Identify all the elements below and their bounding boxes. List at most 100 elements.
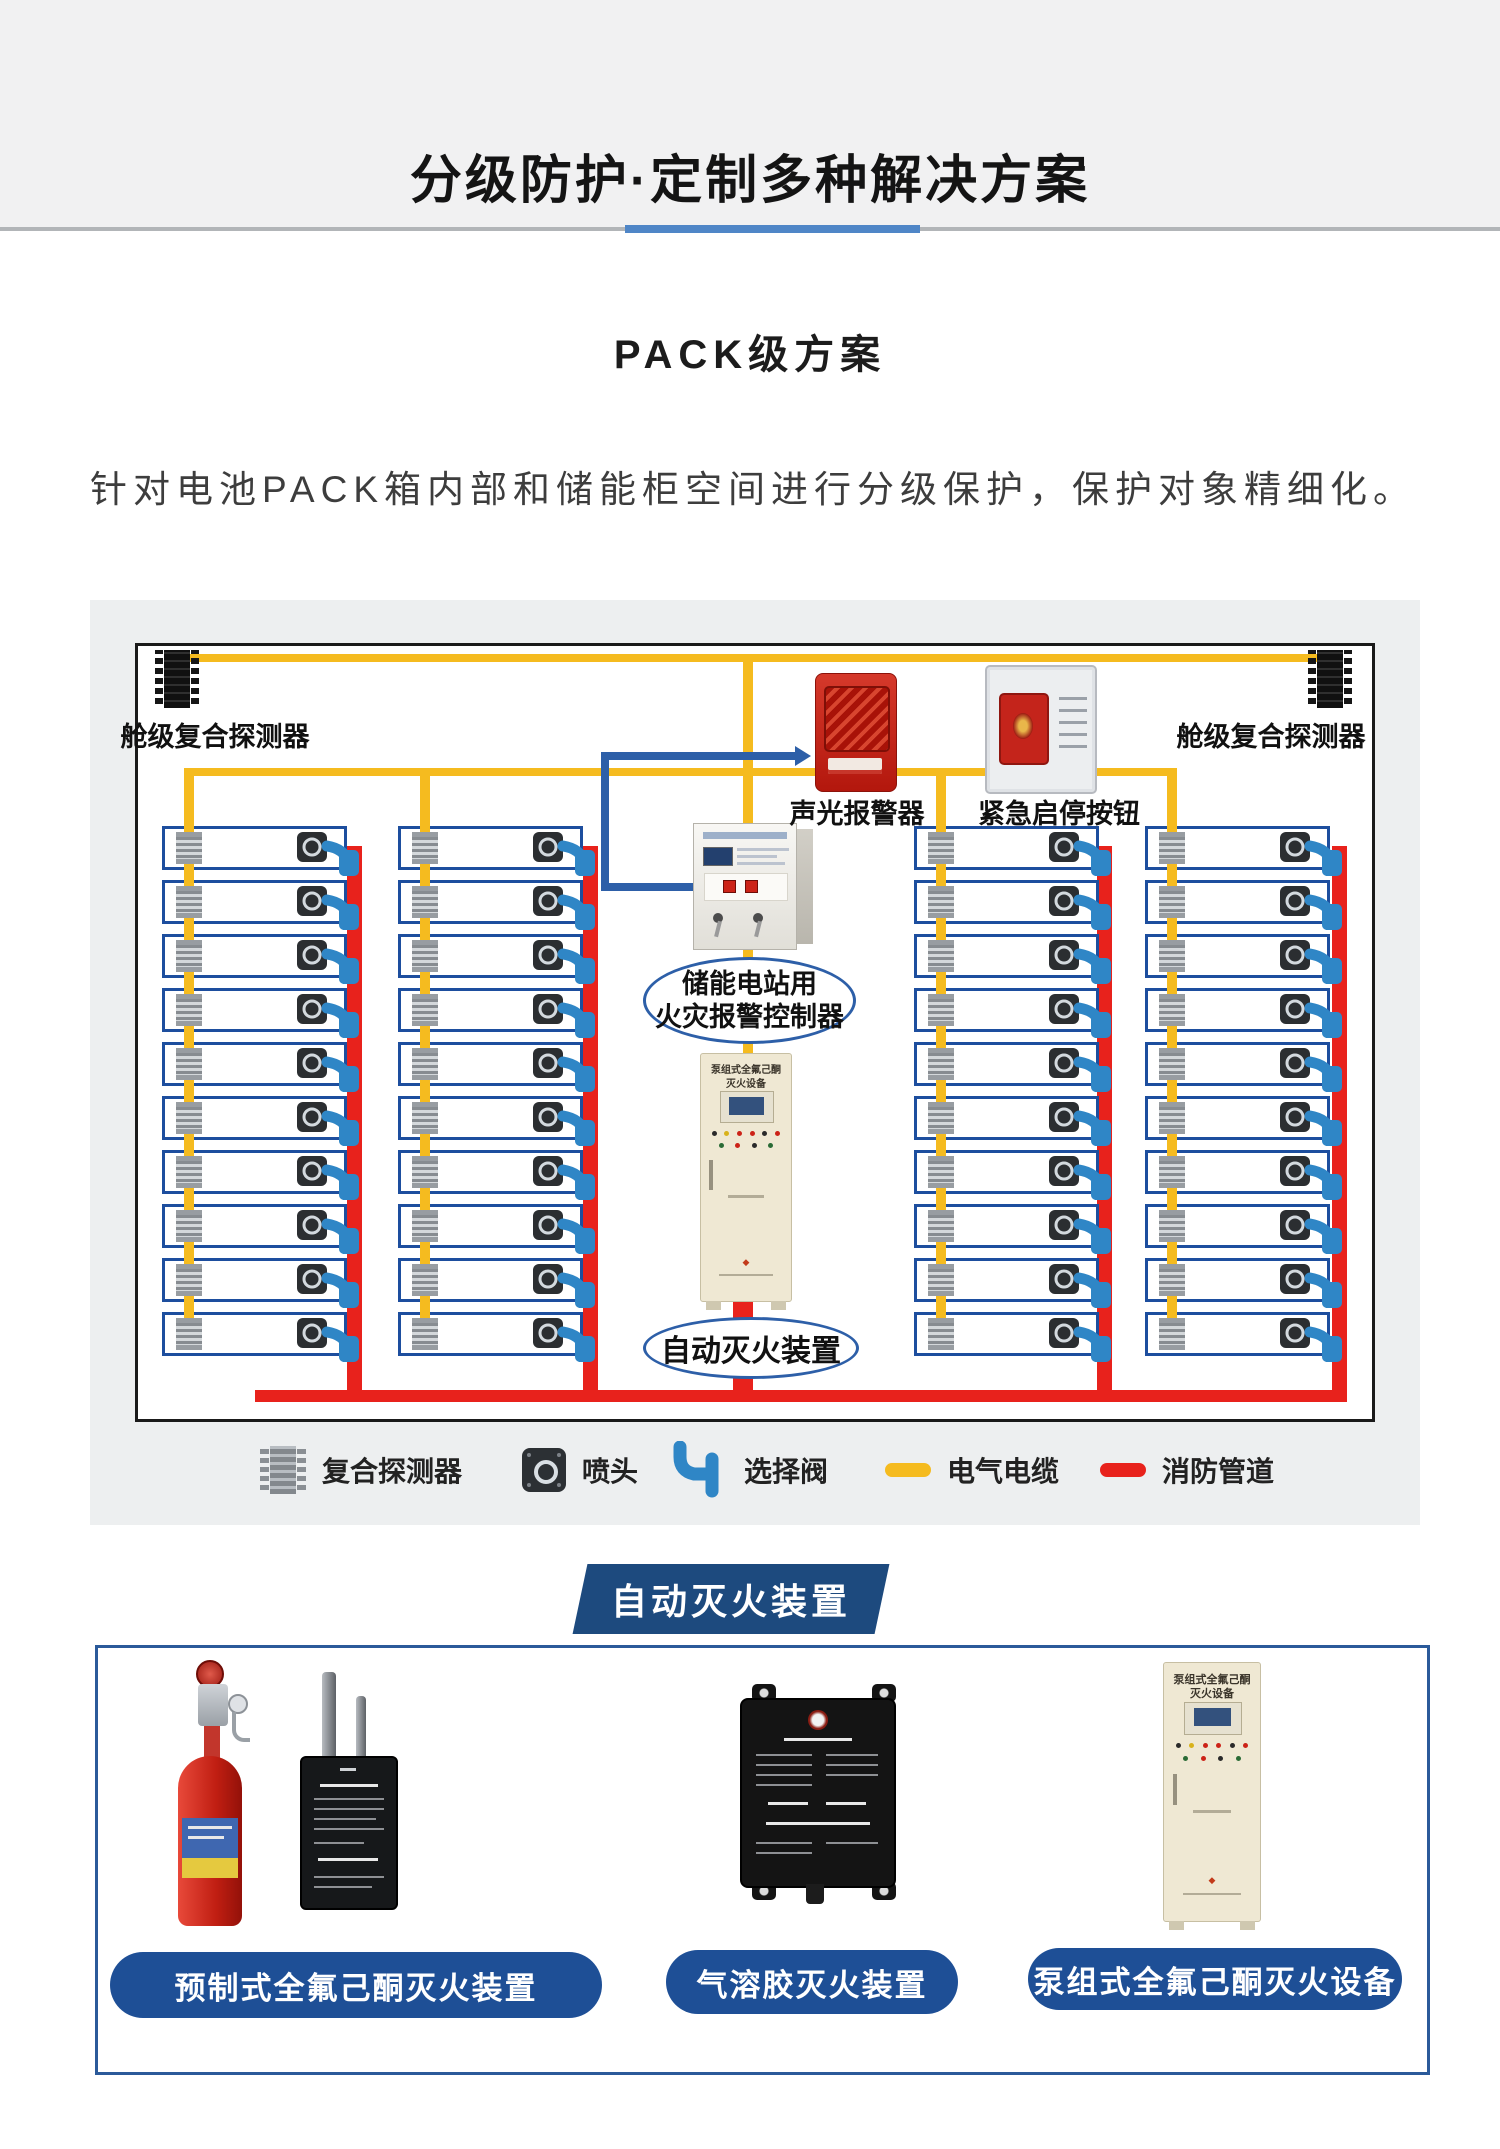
nozzle-valve-icon xyxy=(297,1318,359,1362)
nozzle-valve-icon xyxy=(1049,994,1111,1038)
legend-label: 电气电缆 xyxy=(947,1456,1060,1487)
module-detector-icon xyxy=(412,1210,438,1242)
composite-detector-icon xyxy=(260,1446,306,1494)
signal-line xyxy=(605,752,797,760)
pump-cabinet-image: 泵组式全氟己酮 灭火设备 ◆ xyxy=(700,1053,792,1310)
module-detector-icon xyxy=(176,1156,202,1188)
module-detector-icon xyxy=(176,1102,202,1134)
module-detector-icon xyxy=(412,832,438,864)
left-detector-label: 舱级复合探测器 xyxy=(120,722,310,752)
module-detector-icon xyxy=(412,1102,438,1134)
nozzle-valve-icon xyxy=(297,1102,359,1146)
nozzle-valve-icon xyxy=(533,1264,595,1308)
legend-label: 消防管道 xyxy=(1162,1456,1275,1487)
nozzle-valve-icon xyxy=(533,1318,595,1362)
nozzle-valve-icon xyxy=(297,1048,359,1092)
alarm-tag xyxy=(828,758,882,774)
nozzle-valve-icon xyxy=(1049,886,1111,930)
module-detector-icon xyxy=(1159,1210,1185,1242)
nozzle-valve-icon xyxy=(1049,1156,1111,1200)
module-detector-icon xyxy=(928,832,954,864)
nozzle-valve-icon xyxy=(1049,1318,1111,1362)
intro-paragraph: 针对电池PACK箱内部和储能柜空间进行分级保护，保护对象精细化。 xyxy=(90,469,1417,510)
legend-item: 电气电缆 xyxy=(885,1440,1059,1500)
emergency-button-label: 紧急启停按钮 xyxy=(978,799,1140,829)
module-detector-icon xyxy=(928,1102,954,1134)
module-detector-icon xyxy=(928,1048,954,1080)
controller-button xyxy=(745,880,758,893)
nozzle-valve-icon xyxy=(1280,1048,1342,1092)
module-detector-icon xyxy=(412,1048,438,1080)
nozzle-valve-icon xyxy=(1049,1102,1111,1146)
emergency-knob xyxy=(1013,713,1033,739)
module-detector-icon xyxy=(1159,1264,1185,1296)
electrical-cable-line xyxy=(184,768,1177,776)
product-pill: 预制式全氟己酮灭火装置 xyxy=(110,1952,602,2018)
nozzle-valve-icon xyxy=(297,940,359,984)
nozzle-valve-icon xyxy=(297,1264,359,1308)
module-detector-icon xyxy=(412,1156,438,1188)
module-detector-icon xyxy=(1159,1048,1185,1080)
legend-item: 喷头 xyxy=(522,1440,638,1500)
nozzle-valve-icon xyxy=(1280,1210,1342,1254)
section-subtitle: PACK级方案 xyxy=(613,333,887,377)
module-detector-icon xyxy=(928,886,954,918)
cabin-detector-icon xyxy=(1308,650,1352,708)
suppression-ellipse: 自动灭火装置 xyxy=(643,1317,859,1379)
module-detector-icon xyxy=(928,1156,954,1188)
legend-label: 复合探测器 xyxy=(322,1456,463,1487)
nozzle-valve-icon xyxy=(1280,832,1342,876)
module-detector-icon xyxy=(412,1318,438,1350)
selector-valve-icon xyxy=(673,1441,719,1498)
alarm-label: 声光报警器 xyxy=(789,799,925,829)
nozzle-valve-icon xyxy=(297,886,359,930)
nozzle-valve-icon xyxy=(1280,1264,1342,1308)
nozzle-valve-icon xyxy=(1049,1210,1111,1254)
emergency-red-panel xyxy=(999,693,1049,765)
nozzle-icon xyxy=(522,1448,566,1492)
nozzle-valve-icon xyxy=(1049,1264,1111,1308)
page-header: 分级防护·定制多种解决方案 xyxy=(0,0,1500,229)
nozzle-valve-icon xyxy=(533,886,595,930)
arrow-icon xyxy=(795,746,811,766)
nozzle-valve-icon xyxy=(533,994,595,1038)
module-detector-icon xyxy=(928,1264,954,1296)
nozzle-valve-icon xyxy=(1049,1048,1111,1092)
module-detector-icon xyxy=(412,940,438,972)
legend-label: 选择阀 xyxy=(744,1456,829,1487)
module-detector-icon xyxy=(176,832,202,864)
nozzle-valve-icon xyxy=(1280,1102,1342,1146)
module-detector-icon xyxy=(176,1210,202,1242)
nozzle-valve-icon xyxy=(533,1156,595,1200)
nozzle-valve-icon xyxy=(1049,832,1111,876)
nozzle-valve-icon xyxy=(297,994,359,1038)
product-pill: 气溶胶灭火装置 xyxy=(666,1950,958,2014)
nozzle-valve-icon xyxy=(1280,994,1342,1038)
nozzle-valve-icon xyxy=(297,1210,359,1254)
nozzle-valve-icon xyxy=(533,1048,595,1092)
system-diagram-panel: 舱级复合探测器 舱级复合探测器 声光报警器 紧急启停按钮 xyxy=(90,600,1420,1525)
module-detector-icon xyxy=(176,994,202,1026)
cabin-detector-icon xyxy=(155,650,199,708)
controller-screen xyxy=(703,847,733,866)
nozzle-valve-icon xyxy=(533,832,595,876)
nozzle-valve-icon xyxy=(297,1156,359,1200)
page-title: 分级防护·定制多种解决方案 xyxy=(409,152,1091,210)
legend-item: 消防管道 xyxy=(1100,1440,1274,1500)
module-detector-icon xyxy=(1159,1156,1185,1188)
module-detector-icon xyxy=(1159,832,1185,864)
module-detector-icon xyxy=(176,940,202,972)
module-detector-icon xyxy=(176,1048,202,1080)
module-detector-icon xyxy=(1159,994,1185,1026)
alarm-lens xyxy=(824,686,890,752)
nozzle-valve-icon xyxy=(1049,940,1111,984)
nozzle-valve-icon xyxy=(1280,1156,1342,1200)
module-detector-icon xyxy=(176,1318,202,1350)
fire-alarm-controller-image xyxy=(693,823,815,950)
section-banner: 自动灭火装置 xyxy=(572,1564,890,1634)
nozzle-valve-icon xyxy=(533,1102,595,1146)
legend-item: 复合探测器 xyxy=(260,1440,462,1500)
module-detector-icon xyxy=(1159,940,1185,972)
module-detector-icon xyxy=(1159,886,1185,918)
right-detector-label: 舱级复合探测器 xyxy=(1176,722,1366,752)
